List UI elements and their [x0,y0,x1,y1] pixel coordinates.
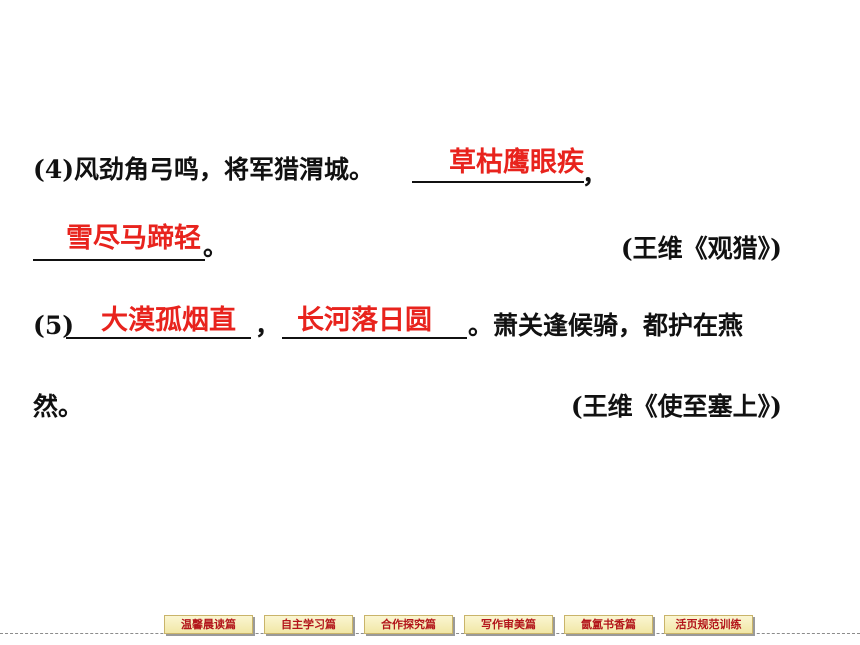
q4-answer-2: 雪尽马蹄轻 [66,223,201,254]
footer-nav: 温馨晨读篇 自主学习篇 合作探究篇 写作审美篇 氤氲书香篇 活页规范训练 [164,615,753,634]
q5-blank-1[interactable] [66,337,251,339]
nav-button-practice-training[interactable]: 活页规范训练 [664,615,753,634]
q4-blank-1[interactable] [412,181,584,183]
q4-comma: ， [582,160,608,189]
nav-button-book-fragrance[interactable]: 氤氲书香篇 [564,615,653,634]
q4-answer-1: 草枯鹰眼疾 [449,147,584,178]
q5-answer-2: 长河落日圆 [297,305,432,336]
nav-button-cooperative-inquiry[interactable]: 合作探究篇 [364,615,453,634]
q5-prefix: (5) [33,311,75,340]
q5-rest: 。萧关逢候骑，都护在燕 [468,311,744,340]
q5-line2: 然。 [33,392,84,421]
nav-button-self-study[interactable]: 自主学习篇 [264,615,353,634]
nav-button-morning-reading[interactable]: 温馨晨读篇 [164,615,253,634]
q5-blank-2[interactable] [282,337,467,339]
q4-period: 。 [203,232,229,261]
q5-answer-1: 大漠孤烟直 [101,305,236,336]
q4-blank-2[interactable] [33,259,205,261]
q4-line1: (4)风劲角弓鸣，将军猎渭城。 [33,155,375,184]
q5-comma: ， [255,311,281,340]
q4-source: (王维《观猎》) [620,234,782,263]
nav-button-writing-aesthetics[interactable]: 写作审美篇 [464,615,553,634]
q5-source: (王维《使至塞上》) [570,392,782,421]
